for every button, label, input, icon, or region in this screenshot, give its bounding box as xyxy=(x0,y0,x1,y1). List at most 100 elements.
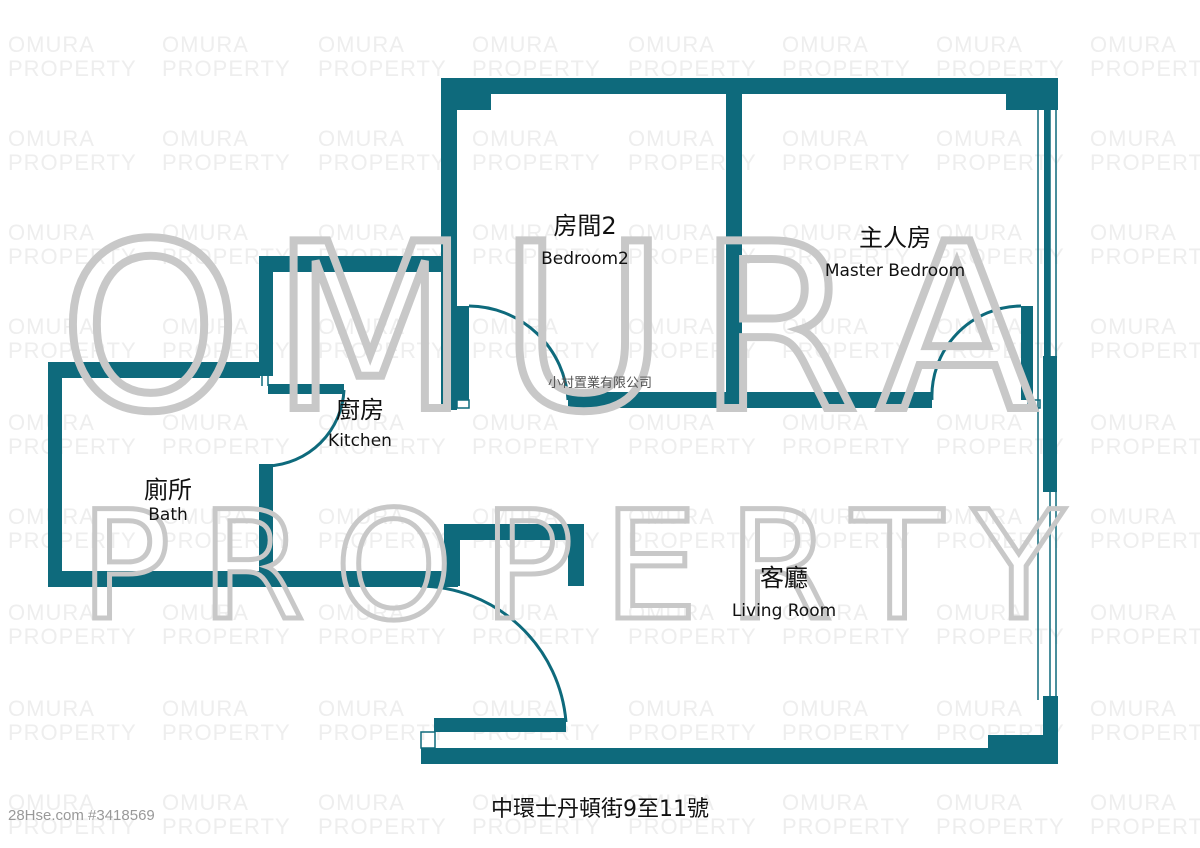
watermark-small-line2: PROPERTY xyxy=(162,150,291,175)
watermark-small-line1: OMURA xyxy=(8,314,95,339)
watermark-big-line2: PROPERTY xyxy=(80,480,1095,654)
bedroom2-label-en: Bedroom2 xyxy=(541,249,629,269)
watermark-small-line2: PROPERTY xyxy=(782,720,911,745)
watermark-small-line2: PROPERTY xyxy=(782,434,911,459)
watermark-small-line1: OMURA xyxy=(8,126,95,151)
wall xyxy=(726,78,742,408)
watermark-small-line2: PROPERTY xyxy=(782,150,911,175)
wall xyxy=(48,362,62,584)
watermark-small-line1: OMURA xyxy=(318,696,405,721)
watermark-small-line1: OMURA xyxy=(1090,600,1177,625)
watermark-small-line1: OMURA xyxy=(936,696,1023,721)
watermark-small-line1: OMURA xyxy=(472,32,559,57)
watermark-small-line1: OMURA xyxy=(8,600,95,625)
watermark-small-line1: OMURA xyxy=(936,600,1023,625)
wall xyxy=(259,256,457,272)
watermark-small-line2: PROPERTY xyxy=(8,528,137,553)
watermark-small-line1: OMURA xyxy=(628,790,715,815)
watermark-small-line1: OMURA xyxy=(1090,696,1177,721)
watermark-small-line1: OMURA xyxy=(318,600,405,625)
watermark-small-line1: OMURA xyxy=(8,220,95,245)
watermark-small-line2: PROPERTY xyxy=(782,244,911,269)
room-labels: 房間2 Bedroom2 主人房 Master Bedroom 廚房 Kitch… xyxy=(144,212,965,822)
watermark-small-line1: OMURA xyxy=(936,126,1023,151)
watermark-small-line1: OMURA xyxy=(782,504,869,529)
watermark-small-line2: PROPERTY xyxy=(1090,338,1200,363)
watermark-small-line2: PROPERTY xyxy=(936,528,1065,553)
watermark-small-line1: OMURA xyxy=(472,126,559,151)
listing-ref: 28Hse.com #3418569 xyxy=(8,807,155,824)
watermark-small-line1: OMURA xyxy=(318,32,405,57)
watermark-small-line2: PROPERTY xyxy=(318,434,447,459)
watermark-small-line1: OMURA xyxy=(162,504,249,529)
watermark-small-line1: OMURA xyxy=(8,696,95,721)
wall xyxy=(441,78,1058,94)
watermark-small-line2: PROPERTY xyxy=(628,814,757,839)
watermark-small-line2: PROPERTY xyxy=(782,624,911,649)
bath-label-zh: 廁所 xyxy=(144,476,192,504)
watermark-small-line1: OMURA xyxy=(936,220,1023,245)
watermark-small-line1: OMURA xyxy=(162,696,249,721)
watermark-grid: OMURAPROPERTYOMURAPROPERTYOMURAPROPERTYO… xyxy=(8,32,1200,839)
watermark-small-line2: PROPERTY xyxy=(162,56,291,81)
watermark-small-line2: PROPERTY xyxy=(936,434,1065,459)
watermark-small-line2: PROPERTY xyxy=(1090,244,1200,269)
watermark-small-line1: OMURA xyxy=(782,790,869,815)
watermark-small-line2: PROPERTY xyxy=(8,56,137,81)
watermark-small-line1: OMURA xyxy=(8,790,95,815)
watermark-small-line1: OMURA xyxy=(628,504,715,529)
watermark-small-line2: PROPERTY xyxy=(1090,528,1200,553)
watermark-small-line1: OMURA xyxy=(628,314,715,339)
watermark-small-line2: PROPERTY xyxy=(318,624,447,649)
watermark-small-line2: PROPERTY xyxy=(162,434,291,459)
watermark-small-line1: OMURA xyxy=(782,600,869,625)
watermark-small-line1: OMURA xyxy=(1090,220,1177,245)
bedroom2-label-zh: 房間2 xyxy=(553,212,616,240)
watermark-small-line2: PROPERTY xyxy=(936,150,1065,175)
doors xyxy=(267,304,1022,723)
watermark-small-line2: PROPERTY xyxy=(8,814,137,839)
watermark-small-line2: PROPERTY xyxy=(936,244,1065,269)
watermark-small-line1: OMURA xyxy=(628,410,715,435)
watermark-small-line1: OMURA xyxy=(1090,790,1177,815)
watermark-small-line2: PROPERTY xyxy=(936,56,1065,81)
watermark-small-line2: PROPERTY xyxy=(1090,56,1200,81)
watermark-small-line2: PROPERTY xyxy=(1090,814,1200,839)
wall xyxy=(48,362,260,378)
watermark-small-line1: OMURA xyxy=(472,220,559,245)
wall xyxy=(444,524,460,586)
watermark-small-line1: OMURA xyxy=(628,696,715,721)
watermark-small-line2: PROPERTY xyxy=(782,56,911,81)
living-room-label-en: Living Room xyxy=(732,601,836,621)
watermark-big: OMURA PROPERTY xyxy=(56,192,1095,657)
wall xyxy=(268,384,344,394)
watermark-small-line1: OMURA xyxy=(628,600,715,625)
watermark-small-line2: PROPERTY xyxy=(628,528,757,553)
watermark-small-line1: OMURA xyxy=(1090,126,1177,151)
watermark-small-line2: PROPERTY xyxy=(782,338,911,363)
door-swing-entry xyxy=(419,584,568,723)
watermark-small-line2: PROPERTY xyxy=(8,434,137,459)
watermark-small-line2: PROPERTY xyxy=(162,624,291,649)
wall xyxy=(457,306,469,400)
watermark-small-line2: PROPERTY xyxy=(8,720,137,745)
watermark-small-line1: OMURA xyxy=(628,220,715,245)
watermark-small-line1: OMURA xyxy=(318,504,405,529)
kitchen-label-zh: 廚房 xyxy=(336,396,384,424)
watermark-small-line1: OMURA xyxy=(782,32,869,57)
watermark-small-line2: PROPERTY xyxy=(8,150,137,175)
watermark-small-line2: PROPERTY xyxy=(1090,434,1200,459)
watermark-small-line2: PROPERTY xyxy=(318,56,447,81)
watermark-small-line2: PROPERTY xyxy=(782,528,911,553)
watermark-small-line2: PROPERTY xyxy=(472,434,601,459)
watermark-small-line2: PROPERTY xyxy=(318,338,447,363)
watermark-small-line2: PROPERTY xyxy=(782,814,911,839)
watermark-small-line1: OMURA xyxy=(1090,314,1177,339)
bath-label-en: Bath xyxy=(148,505,188,525)
watermark-small-line1: OMURA xyxy=(782,696,869,721)
watermark-small-line1: OMURA xyxy=(8,32,95,57)
watermark-small-line1: OMURA xyxy=(162,220,249,245)
watermark-small-line2: PROPERTY xyxy=(318,528,447,553)
watermark-small-line1: OMURA xyxy=(1090,504,1177,529)
